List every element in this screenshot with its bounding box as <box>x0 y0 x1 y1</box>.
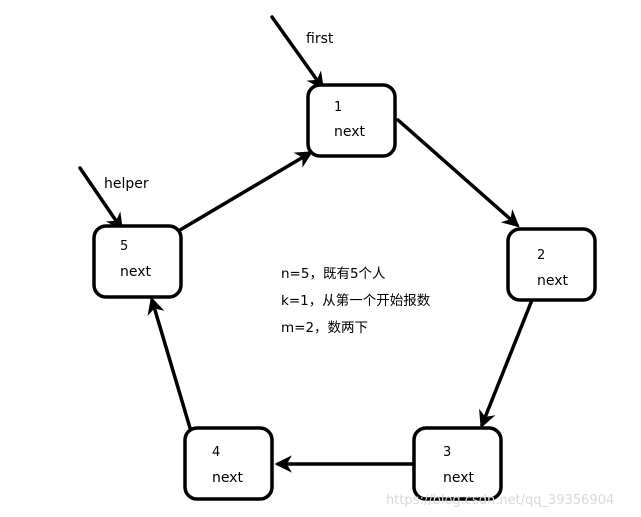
helper-pointer-arrow <box>78 166 123 231</box>
watermark: https://blog.csdn.net/qq_39356904 <box>386 493 614 508</box>
helper-pointer-label: helper <box>104 176 149 192</box>
node-number: 1 <box>334 100 342 115</box>
node-next-label: next <box>334 124 366 140</box>
edge-2-to-3 <box>479 298 534 429</box>
node-2: 2 next <box>506 227 597 302</box>
first-pointer-arrow <box>270 15 325 90</box>
node-number: 5 <box>120 239 128 254</box>
first-pointer-label: first <box>306 31 334 47</box>
node-next-label: next <box>537 273 569 289</box>
parameter-notes: n=5，既有5个人 k=1，从第一个开始报数 m=2，数两下 <box>281 266 431 336</box>
node-number: 4 <box>212 445 220 460</box>
node-number: 2 <box>537 248 545 263</box>
edge-5-to-1 <box>178 151 314 232</box>
note-line-m: m=2，数两下 <box>281 320 368 336</box>
node-1: 1 next <box>306 83 397 158</box>
note-line-n: n=5，既有5个人 <box>281 266 386 282</box>
node-5: 5 next <box>92 224 183 299</box>
node-number: 3 <box>443 445 451 460</box>
edge-1-to-2 <box>396 118 520 228</box>
note-line-k: k=1，从第一个开始报数 <box>281 292 431 309</box>
node-next-label: next <box>120 264 152 280</box>
node-4: 4 next <box>183 426 274 501</box>
node-next-label: next <box>212 470 244 486</box>
node-3: 3 next <box>412 426 503 501</box>
edge-4-to-5 <box>147 296 192 430</box>
node-next-label: next <box>443 470 475 486</box>
